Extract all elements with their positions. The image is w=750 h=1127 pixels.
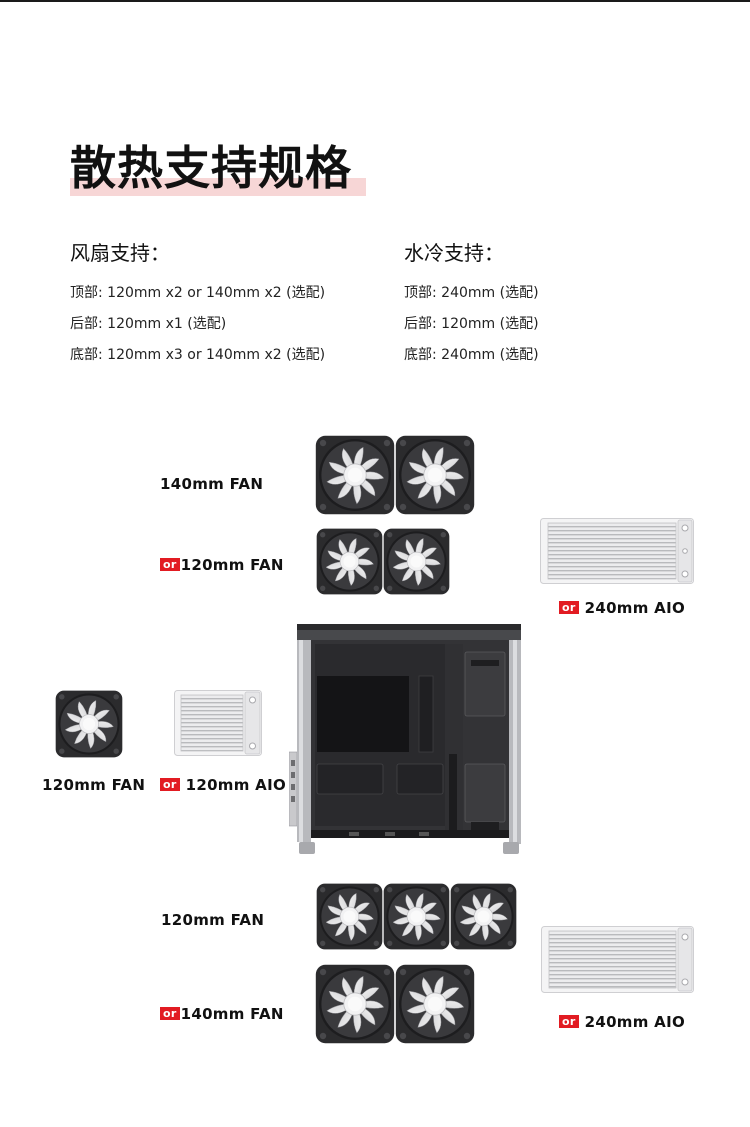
fan-icon — [316, 883, 383, 950]
or-badge: or — [559, 601, 579, 614]
water-support-line-rear: 后部: 120mm (选配) — [404, 316, 539, 332]
or-badge: or — [160, 1007, 180, 1020]
title-highlight — [70, 178, 366, 196]
or-badge: or — [160, 558, 180, 571]
fan-icon — [395, 964, 475, 1044]
fan-icon — [315, 964, 395, 1044]
fan-icon — [450, 883, 517, 950]
fan-support-heading: 风扇支持： — [70, 241, 170, 265]
radiator-icon — [540, 518, 694, 584]
fan-support-line-top: 顶部: 120mm x2 or 140mm x2 (选配) — [70, 285, 326, 301]
fan-support-line-bottom: 底部: 120mm x3 or 140mm x2 (选配) — [70, 347, 326, 363]
bottom-120-fan-label: 120mm FAN — [161, 911, 265, 929]
rear-fan-label: 120mm FAN — [42, 776, 146, 794]
radiator-icon — [541, 926, 694, 993]
fan-support-line-rear: 后部: 120mm x1 (选配) — [70, 316, 227, 332]
water-support-line-top: 顶部: 240mm (选配) — [404, 285, 539, 301]
fan-icon — [383, 883, 450, 950]
title-block: 散热支持规格 — [70, 138, 366, 198]
fan-icon — [383, 528, 450, 595]
fan-icon — [315, 435, 395, 515]
radiator-icon — [174, 690, 262, 756]
or-badge: or — [559, 1015, 579, 1028]
top-divider — [0, 0, 750, 2]
water-support-line-bottom: 底部: 240mm (选配) — [404, 347, 539, 363]
fan-support-section: 风扇支持： 顶部: 120mm x2 or 140mm x2 (选配) 后部: … — [70, 238, 325, 371]
page-title: 散热支持规格 — [70, 141, 352, 195]
or-badge: or — [160, 778, 180, 791]
water-support-section: 水冷支持： 顶部: 240mm (选配) 后部: 120mm (选配) 底部: … — [404, 238, 539, 371]
pc-case-image — [289, 624, 521, 854]
fan-icon — [395, 435, 475, 515]
fan-icon — [55, 690, 123, 758]
water-support-heading: 水冷支持： — [404, 241, 504, 265]
fan-icon — [316, 528, 383, 595]
top-140-fan-label: 140mm FAN — [160, 475, 264, 493]
